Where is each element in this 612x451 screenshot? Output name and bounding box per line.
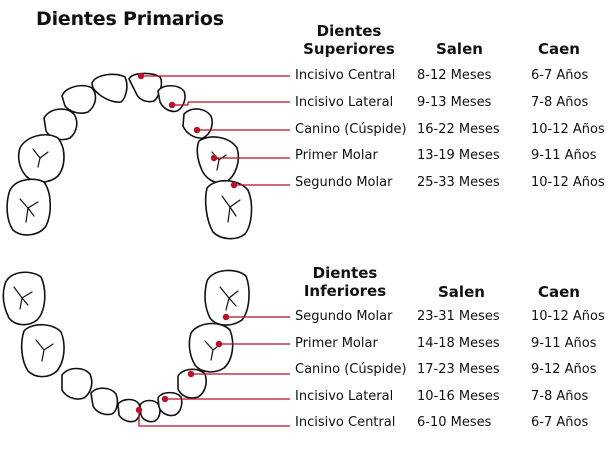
- lower-first-molar-left: [20, 323, 65, 378]
- lower-teeth-header: Dientes Inferiores: [300, 264, 390, 300]
- tooth-name: Incisivo Central: [295, 68, 396, 83]
- lower-caen-header: Caen: [538, 283, 580, 301]
- caen-value: 7-8 Años: [531, 389, 589, 404]
- page-title: Dientes Primarios: [36, 8, 224, 30]
- upper-salen-header: Salen: [436, 40, 483, 58]
- lower-second-molar-right: [204, 269, 250, 326]
- tooth-name: Primer Molar: [295, 336, 378, 351]
- tooth-name: Incisivo Central: [295, 415, 396, 430]
- caen-value: 7-8 Años: [531, 95, 589, 110]
- lower-canine-left: [61, 367, 93, 400]
- caen-value: 10-12 Años: [531, 309, 605, 324]
- upper-second-molar-right: [204, 179, 253, 240]
- lower-canine-right: [177, 368, 207, 399]
- lower-header-line-2: Inferiores: [303, 282, 387, 300]
- salen-value: 13-19 Meses: [417, 148, 500, 163]
- salen-value: 17-23 Meses: [417, 362, 500, 377]
- tooth-name: Primer Molar: [295, 148, 378, 163]
- caen-value: 6-7 Años: [531, 415, 589, 430]
- tooth-name: Canino (Cúspide): [295, 122, 407, 137]
- salen-value: 25-33 Meses: [417, 175, 500, 190]
- lower-second-molar-left: [2, 271, 46, 326]
- lower-lateral-incisor-left: [90, 387, 119, 416]
- upper-first-molar-left: [17, 134, 65, 183]
- tooth-name: Incisivo Lateral: [295, 95, 394, 110]
- upper-header-line-1: Dientes: [316, 22, 382, 40]
- tooth-name: Segundo Molar: [295, 175, 393, 190]
- tooth-name: Segundo Molar: [295, 309, 393, 324]
- tooth-name: Incisivo Lateral: [295, 389, 394, 404]
- upper-caen-header: Caen: [538, 40, 580, 58]
- salen-value: 10-16 Meses: [417, 389, 500, 404]
- upper-central-incisor-left: [91, 73, 128, 103]
- caen-value: 9-11 Años: [531, 148, 597, 163]
- lower-header-line-1: Dientes: [312, 264, 378, 282]
- salen-value: 23-31 Meses: [417, 309, 500, 324]
- caen-value: 10-12 Años: [531, 122, 605, 137]
- salen-value: 14-18 Meses: [417, 336, 500, 351]
- upper-teeth-header: Dientes Superiores: [300, 22, 398, 58]
- upper-lateral-incisor-left: [61, 84, 97, 114]
- upper-first-molar-right: [196, 136, 240, 184]
- salen-value: 16-22 Meses: [417, 122, 500, 137]
- lower-lateral-incisor-right: [157, 391, 183, 417]
- caen-value: 10-12 Años: [531, 175, 605, 190]
- salen-value: 9-13 Meses: [417, 95, 492, 110]
- lower-salen-header: Salen: [438, 283, 485, 301]
- caen-value: 6-7 Años: [531, 68, 589, 83]
- upper-central-incisor-right: [128, 72, 163, 103]
- tooth-name: Canino (Cúspide): [295, 362, 407, 377]
- salen-value: 8-12 Meses: [417, 68, 492, 83]
- caen-value: 9-12 Años: [531, 362, 597, 377]
- salen-value: 6-10 Meses: [417, 415, 492, 430]
- upper-canine-right: [182, 108, 213, 139]
- caen-value: 9-11 Años: [531, 336, 597, 351]
- upper-header-line-2: Superiores: [303, 40, 395, 58]
- lower-central-incisor-right: [139, 399, 161, 423]
